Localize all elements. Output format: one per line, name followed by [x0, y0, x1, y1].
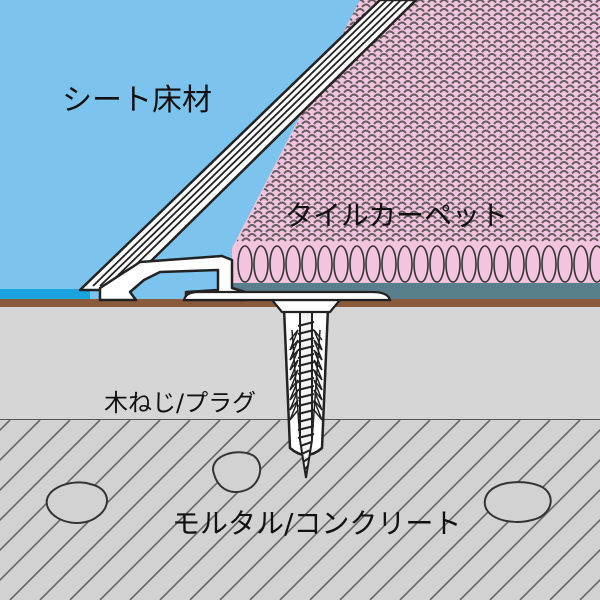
label-wood-screw-plug: 木ねじ/プラグ — [104, 389, 257, 417]
sheet-flooring-edge — [0, 289, 90, 300]
label-tile-carpet: タイルカーペット — [285, 199, 509, 232]
pebble — [483, 481, 552, 523]
label-mortar-concrete: モルタル/コンクリート — [172, 507, 462, 540]
wood-screw-icon — [269, 298, 343, 479]
label-sheet-flooring: シート床材 — [62, 83, 212, 118]
transition-trim — [78, 0, 418, 302]
pebble — [212, 451, 261, 493]
pebble — [45, 481, 108, 524]
